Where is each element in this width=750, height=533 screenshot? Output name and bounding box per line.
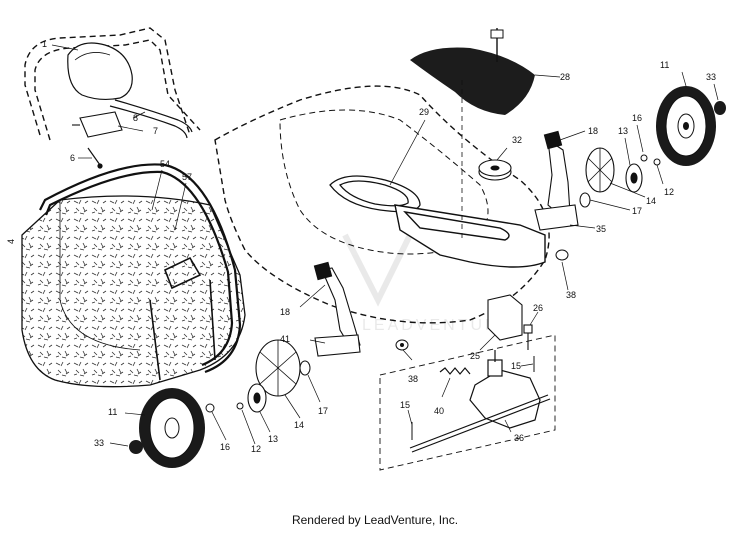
left-gear — [247, 383, 267, 413]
callout-bracket: 7 — [153, 126, 158, 136]
right-nut — [555, 249, 569, 261]
callout-spacer-right: 16 — [632, 113, 642, 123]
callout-wheel-left: 11 — [108, 407, 117, 417]
callout-axle-assembly: 35 — [596, 224, 606, 234]
callout-gear-left: 13 — [268, 434, 278, 444]
grass-bag — [21, 195, 246, 388]
callout-bolt-right: 15 — [511, 361, 521, 371]
right-bushing — [579, 192, 591, 208]
callout-hubcap-right: 14 — [646, 196, 656, 206]
callouts: 1 8 7 6 54 57 4 29 32 28 11 33 18 13 16 … — [6, 39, 716, 454]
bracket — [72, 111, 123, 138]
right-spacer — [640, 154, 648, 162]
callout-bushing-right: 17 — [632, 206, 642, 216]
callout-height-adjuster: 41 — [280, 334, 290, 344]
leader-lines — [51, 44, 719, 447]
callout-screw-26: 26 — [533, 303, 543, 313]
bracket-25 — [487, 294, 523, 341]
transmission — [469, 350, 541, 429]
left-cap — [129, 440, 143, 454]
callout-pin: 6 — [70, 153, 75, 163]
callout-nut-right: 38 — [566, 290, 576, 300]
deck-cover-plate — [394, 204, 546, 268]
render-credit: Rendered by LeadVenture, Inc. — [291, 513, 459, 527]
deck-bail — [329, 175, 421, 213]
right-gear — [625, 163, 643, 193]
handle-tube — [109, 99, 193, 139]
callout-spring: 40 — [434, 406, 444, 416]
callout-bag: 57 — [182, 172, 192, 182]
pin — [87, 147, 103, 169]
callout-hubcap-left: 14 — [294, 420, 304, 430]
callout-lever-left: 18 — [280, 307, 290, 317]
bag-frame — [39, 163, 242, 381]
handle-assembly — [24, 27, 201, 141]
callout-top-cover: 28 — [560, 72, 570, 82]
callout-deck: 29 — [419, 107, 429, 117]
callout-bushing-left: 17 — [318, 406, 328, 416]
screw-26 — [523, 324, 533, 350]
left-spacer — [205, 403, 215, 413]
left-spring-nut — [395, 339, 409, 351]
transmission-box — [379, 334, 556, 471]
pulley — [478, 159, 512, 181]
right-height-lever — [534, 130, 579, 231]
callout-spacer-left: 16 — [220, 442, 230, 452]
callout-lever-right: 18 — [588, 126, 598, 136]
callout-washer-left: 12 — [251, 444, 261, 454]
callout-bracket-25: 25 — [470, 351, 480, 361]
callout-bag-frame: 54 — [160, 159, 170, 169]
right-washer — [653, 158, 661, 166]
watermark: LEADVENTURE — [342, 233, 513, 334]
callout-handle-tube: 8 — [133, 113, 138, 123]
callout-bolt-left: 15 — [400, 400, 410, 410]
left-wheel — [139, 388, 205, 468]
callout-bag-side: 4 — [6, 239, 16, 244]
callout-wheel-right: 11 — [660, 60, 669, 70]
callout-washer-right: 12 — [664, 187, 674, 197]
left-height-lever — [313, 261, 361, 357]
handle-cover — [67, 42, 133, 101]
top-cover — [410, 28, 535, 115]
callout-nut-left: 38 — [408, 374, 418, 384]
watermark-text: LEADVENTURE — [362, 317, 513, 334]
callout-cap-right: 33 — [706, 72, 716, 82]
callout-handle-cover: 1 — [42, 39, 47, 49]
right-cap — [714, 101, 726, 115]
right-wheel — [656, 86, 716, 166]
left-bushing — [299, 360, 311, 376]
spring-40 — [439, 367, 471, 375]
callout-transmission: 36 — [514, 433, 524, 443]
right-hubcap — [585, 147, 615, 193]
callout-cap-left: 33 — [94, 438, 104, 448]
callout-pulley: 32 — [512, 135, 522, 145]
left-washer — [236, 402, 244, 410]
callout-gear-right: 13 — [618, 126, 628, 136]
axle — [409, 394, 551, 453]
